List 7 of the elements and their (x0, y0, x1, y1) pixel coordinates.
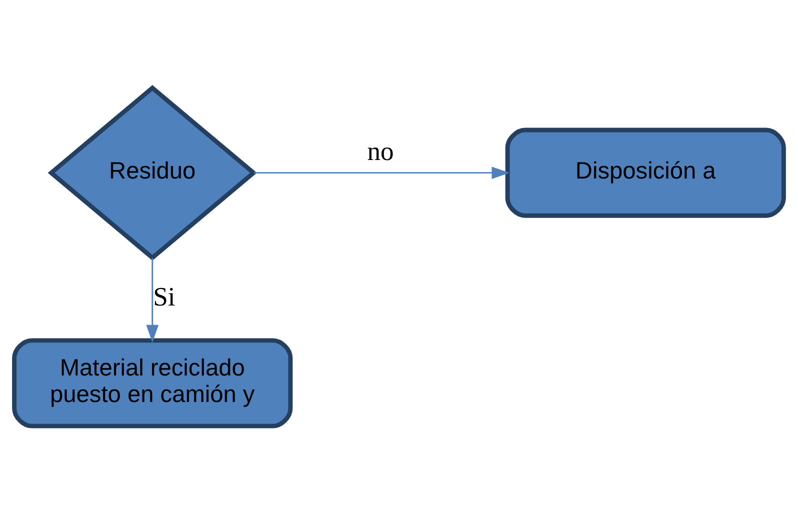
arrow (146, 258, 159, 343)
arrow (254, 166, 510, 180)
node-box: Disposición a (505, 128, 786, 218)
node-diamond: Residuo (48, 85, 257, 261)
edge-label: Si (153, 282, 176, 312)
edge-label: no (367, 136, 394, 166)
node-box: Material reciclado puesto en camión y (12, 338, 293, 428)
